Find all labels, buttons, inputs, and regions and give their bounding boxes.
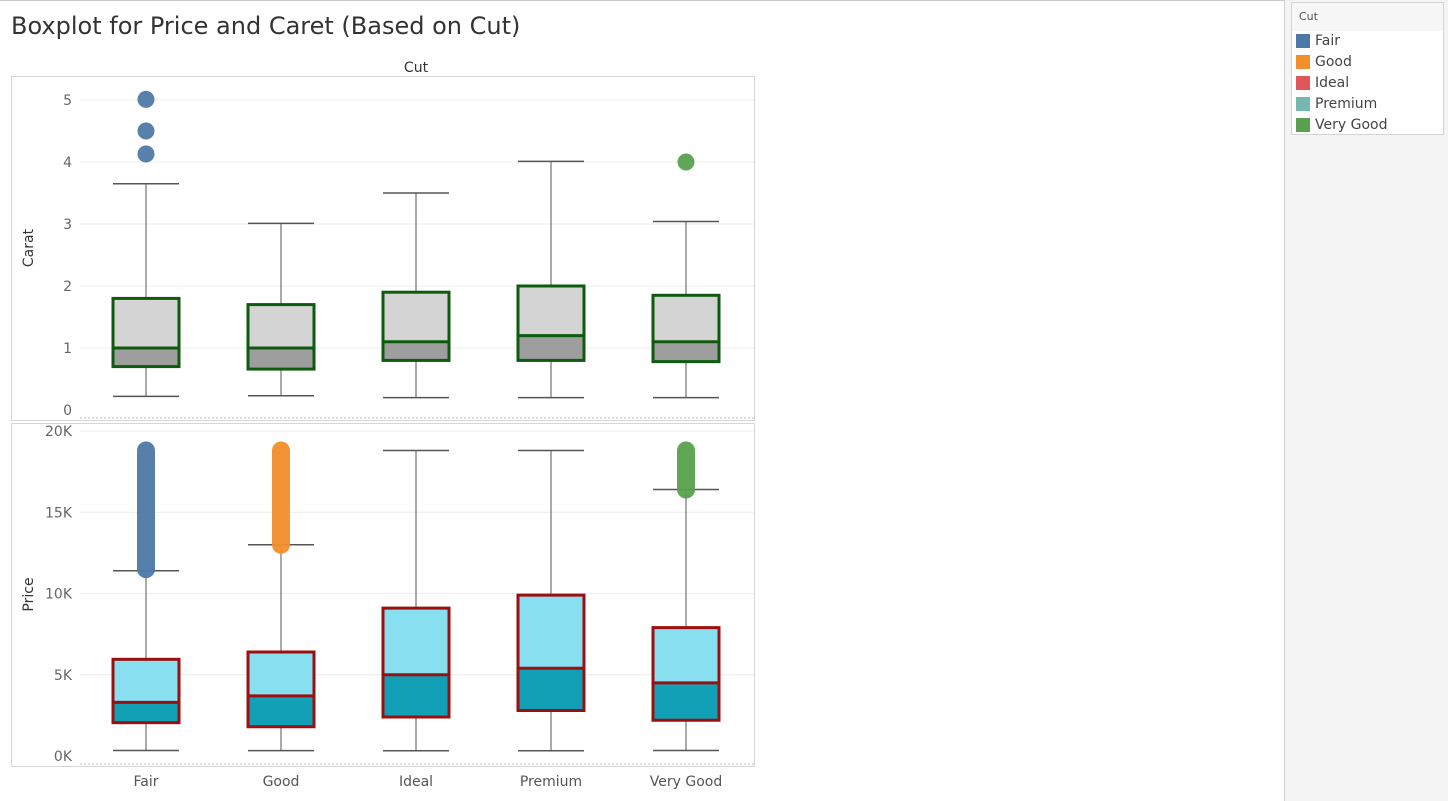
price-box-border-premium — [516, 593, 586, 712]
legend-item-very-good[interactable]: Very Good — [1296, 115, 1387, 135]
carat-tick-label: 3 — [63, 217, 72, 233]
legend-swatch-good — [1296, 55, 1310, 69]
legend-swatch-very-good — [1296, 118, 1310, 132]
carat-outlier-very-good — [677, 153, 695, 171]
x-tick-label: Ideal — [399, 774, 433, 790]
price-tick-label: 10K — [45, 587, 73, 603]
carat-tick-label: 1 — [63, 341, 72, 357]
price-box-upper-premium — [518, 595, 584, 669]
legend-label: Ideal — [1315, 75, 1350, 91]
price-pane-frame — [11, 423, 755, 767]
x-tick-label: Good — [263, 774, 300, 790]
carat-outlier-fair — [137, 145, 155, 163]
legend-item-ideal[interactable]: Ideal — [1296, 73, 1349, 93]
column-header: Cut — [404, 60, 429, 76]
carat-tick-label: 0 — [63, 403, 72, 419]
price-axis-title: Price — [21, 577, 37, 611]
price-box-lower-premium — [518, 668, 584, 711]
price-tick-label: 0K — [54, 749, 73, 765]
price-box-lower-fair — [113, 702, 179, 723]
carat-box-upper-fair — [113, 298, 179, 348]
carat-tick-label: 4 — [63, 155, 72, 171]
price-box-lower-ideal — [383, 674, 449, 717]
carat-box-lower-good — [248, 348, 314, 370]
carat-box-border-ideal — [381, 290, 451, 362]
price-box-lower-good — [248, 695, 314, 727]
price-box-border-ideal — [381, 606, 451, 719]
price-tick-label: 15K — [45, 505, 73, 521]
legend-label: Premium — [1315, 96, 1378, 112]
legend-label: Good — [1315, 54, 1352, 70]
legend-item-fair[interactable]: Fair — [1296, 31, 1340, 51]
carat-box-lower-very-good — [653, 341, 719, 362]
price-box-upper-ideal — [383, 608, 449, 675]
price-tick-label: 5K — [54, 668, 73, 684]
carat-pane-frame — [11, 76, 755, 421]
price-box-upper-fair — [113, 659, 179, 703]
top-border — [0, 0, 1448, 1]
carat-outlier-fair — [137, 90, 155, 108]
price-box-border-fair — [111, 657, 181, 725]
carat-box-lower-ideal — [383, 341, 449, 361]
price-box-border-very-good — [651, 626, 721, 722]
carat-tick-label: 2 — [63, 279, 72, 295]
legend-item-premium[interactable]: Premium — [1296, 94, 1377, 114]
price-box-upper-good — [248, 652, 314, 696]
legend-label: Fair — [1315, 33, 1340, 49]
carat-box-upper-good — [248, 304, 314, 348]
legend-item-good[interactable]: Good — [1296, 52, 1352, 72]
legend-swatch-premium — [1296, 97, 1310, 111]
price-box-border-good — [246, 650, 316, 729]
price-box-lower-very-good — [653, 682, 719, 721]
legend-label: Very Good — [1315, 117, 1388, 133]
carat-outlier-fair — [137, 122, 155, 140]
carat-box-border-very-good — [651, 293, 721, 364]
x-tick-label: Very Good — [650, 774, 722, 790]
legend-swatch-ideal — [1296, 76, 1310, 90]
carat-box-upper-very-good — [653, 295, 719, 342]
carat-box-upper-premium — [518, 286, 584, 336]
page-title: Boxplot for Price and Caret (Based on Cu… — [11, 12, 521, 40]
legend-title: Cut — [1299, 10, 1318, 23]
carat-box-border-good — [246, 303, 316, 371]
x-tick-label: Fair — [134, 774, 159, 790]
carat-box-lower-premium — [518, 335, 584, 361]
carat-box-lower-fair — [113, 348, 179, 367]
price-box-upper-very-good — [653, 627, 719, 683]
legend-header — [1292, 3, 1443, 31]
carat-axis-title: Carat — [21, 228, 37, 267]
x-tick-label: Premium — [520, 774, 582, 790]
carat-tick-label: 5 — [63, 93, 72, 109]
legend-swatch-fair — [1296, 34, 1310, 48]
price-tick-label: 20K — [45, 424, 73, 440]
cut-legend[interactable]: Cut Fair Good Ideal Premium Very Good — [1291, 2, 1444, 135]
carat-box-border-premium — [516, 284, 586, 362]
carat-box-upper-ideal — [383, 292, 449, 342]
carat-box-border-fair — [111, 296, 181, 369]
